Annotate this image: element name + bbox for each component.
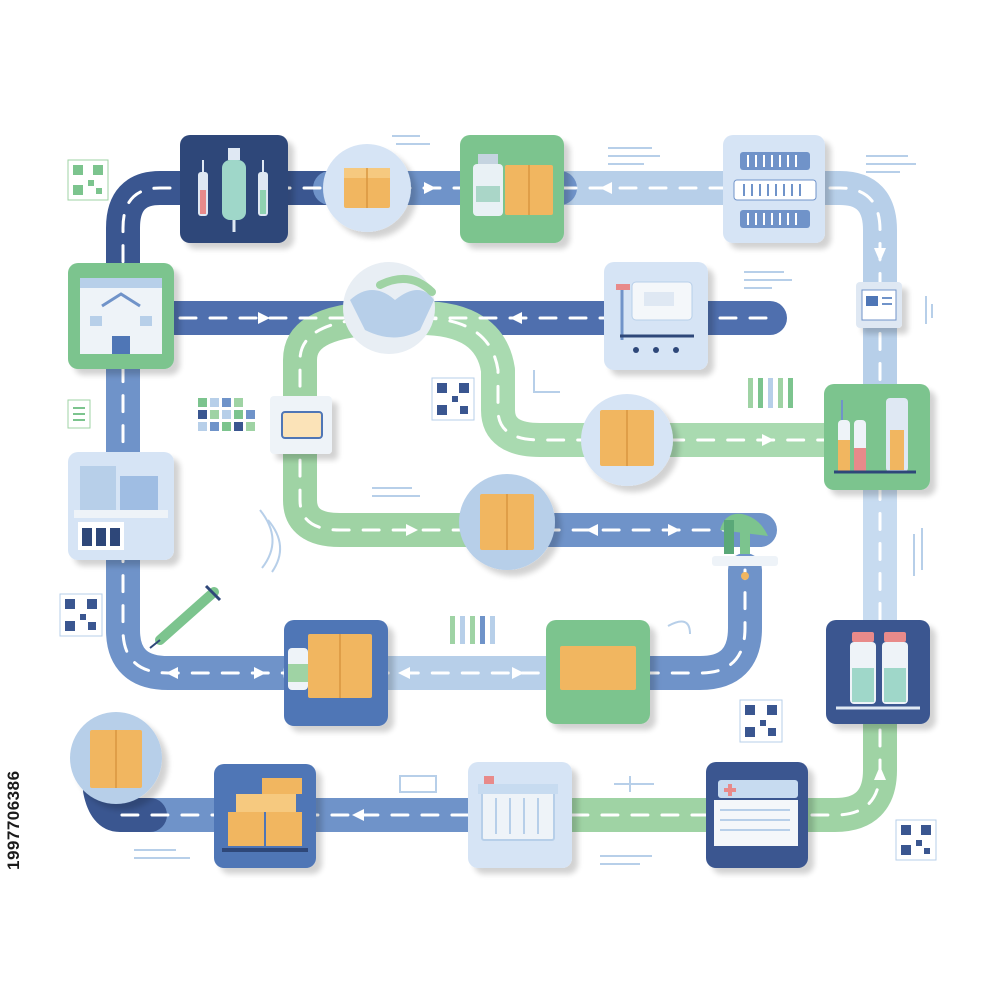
node-box-bottom-left (70, 712, 162, 804)
node-box-inner (459, 474, 555, 570)
syringe-vials-icon (198, 148, 268, 232)
box-icon (90, 730, 142, 788)
medical-device-icon (616, 281, 694, 353)
pixel-grid-decoration (198, 398, 255, 431)
qr-code-icon (895, 819, 937, 861)
arrow-icon (762, 434, 774, 446)
arrow-icon (258, 312, 270, 324)
tile-factory (68, 452, 174, 560)
node-plant-station (712, 513, 778, 580)
box-icon (344, 168, 390, 208)
tile-bottle-box (284, 620, 388, 726)
qr-codes (59, 159, 937, 861)
arrow-icon (406, 524, 418, 536)
tile-box-green (546, 620, 650, 724)
tile-monitor-device (270, 396, 332, 454)
medical-record-icon (714, 780, 798, 846)
qr-code-icon (431, 377, 475, 421)
vials-icon (836, 632, 920, 710)
handshake-icon (350, 290, 434, 338)
medicine-bottle-box-icon (288, 634, 372, 698)
medicine-bottle-box-icon (473, 154, 553, 216)
bar-decorations (450, 378, 793, 644)
arrow-icon (512, 667, 524, 679)
shipping-crate-icon (478, 776, 558, 841)
tile-pallet-boxes (214, 764, 316, 868)
tile-syringe-vials (180, 135, 288, 243)
qr-code-icon (67, 399, 91, 429)
pallet-boxes-icon (222, 778, 308, 852)
monitor-icon (281, 411, 323, 439)
tile-warehouse (68, 263, 174, 369)
arrow-icon (586, 524, 598, 536)
tile-shipping-crate (468, 762, 572, 868)
arrow-icon (510, 312, 522, 324)
qr-code-icon (67, 159, 109, 201)
syringe-icon (149, 584, 222, 649)
arrow-icon (874, 766, 886, 780)
direction-arrows (166, 182, 886, 821)
tile-medical-device (604, 262, 708, 370)
arrow-icon (668, 524, 680, 536)
watermark-id: 1997706386 (4, 770, 23, 870)
box-icon (600, 410, 654, 466)
box-icon (480, 494, 534, 550)
factory-icon (74, 466, 168, 550)
line-decorations (134, 135, 933, 865)
arrow-icon (600, 182, 612, 194)
box-icon (560, 646, 636, 690)
scanner-icon (861, 289, 897, 321)
qr-code-icon (59, 593, 103, 637)
warehouse-icon (80, 278, 162, 354)
tile-vials (826, 620, 930, 724)
tile-barcode-panel (723, 135, 825, 243)
arrow-icon (166, 667, 178, 679)
arrow-icon (352, 809, 364, 821)
tile-scanner (856, 282, 902, 328)
tile-test-tubes (824, 384, 930, 490)
node-box-mid (581, 394, 673, 486)
tile-medicine-bottle (460, 135, 564, 243)
arrow-icon (254, 667, 266, 679)
barcode-panel-icon (733, 152, 817, 228)
node-box-top (323, 144, 411, 232)
arrow-icon (874, 248, 886, 262)
node-handshake (343, 262, 436, 354)
qr-code-icon (739, 699, 783, 743)
test-tubes-icon (834, 398, 916, 474)
tile-medical-record (706, 762, 808, 868)
arrow-icon (424, 182, 436, 194)
arrow-icon (398, 667, 410, 679)
